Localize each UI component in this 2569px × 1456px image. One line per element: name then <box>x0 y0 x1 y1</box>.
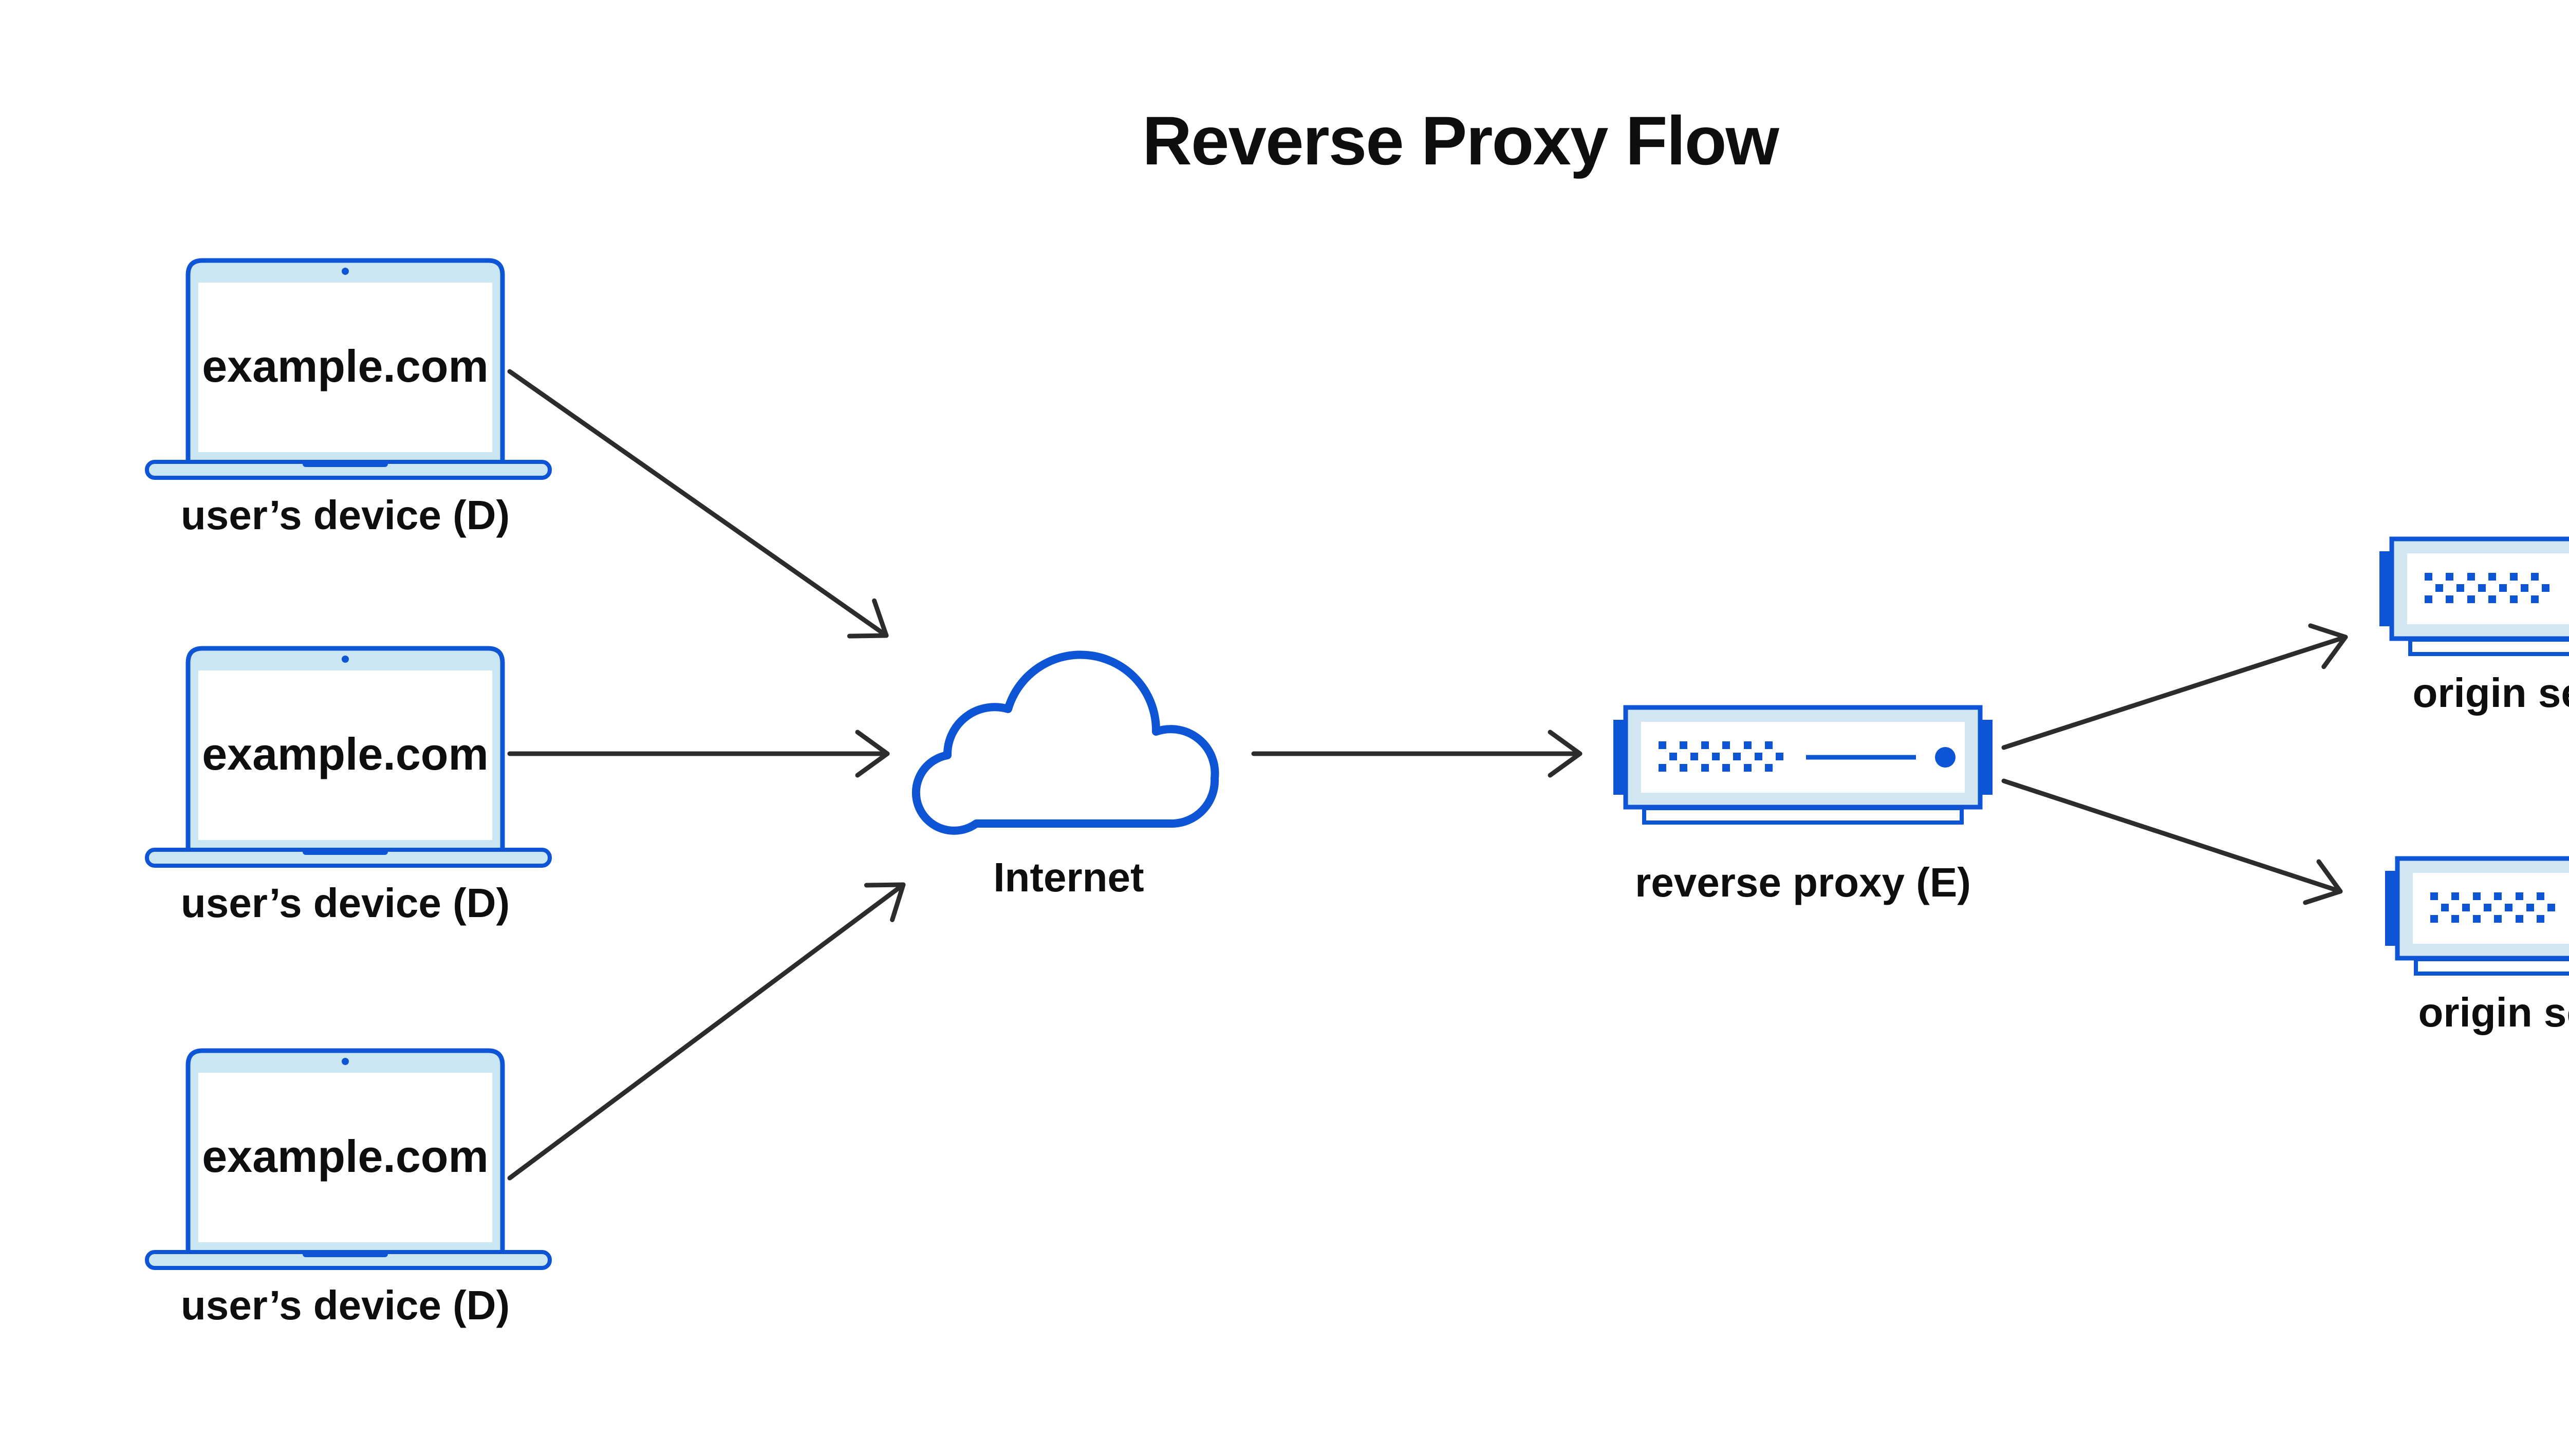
flow-arrows <box>507 369 2348 1181</box>
diagram-title: Reverse Proxy Flow <box>1142 103 1779 179</box>
internet-caption: Internet <box>993 854 1144 900</box>
reverse-proxy-caption: reverse proxy (E) <box>1635 860 1971 905</box>
device1-screen-url: example.com <box>202 341 489 391</box>
origin2-caption: origin server (F) <box>2418 990 2569 1035</box>
device3-caption: user’s device (D) <box>181 1282 510 1328</box>
device2-screen-url: example.com <box>202 729 489 779</box>
server-icon <box>2385 858 2569 974</box>
server-icon <box>1613 707 1993 823</box>
user-device-1: example.com user’s device (D) <box>147 260 550 538</box>
user-device-3: example.com user’s device (D) <box>147 1051 550 1328</box>
device1-caption: user’s device (D) <box>181 492 510 538</box>
origin-server-1: origin server (F) <box>2379 539 2569 716</box>
origin-server-2: origin server (F) <box>2385 858 2569 1035</box>
reverse-proxy-node: reverse proxy (E) <box>1613 707 1993 905</box>
device3-screen-url: example.com <box>202 1131 489 1182</box>
cloud-icon <box>911 650 1219 835</box>
user-device-2: example.com user’s device (D) <box>147 648 550 926</box>
server-icon <box>2379 539 2569 654</box>
arrow-device1-to-internet <box>507 369 889 639</box>
origin1-caption: origin server (F) <box>2412 670 2569 716</box>
arrow-proxy-to-origin1 <box>2001 623 2348 750</box>
internet-node: Internet <box>911 650 1219 900</box>
device2-caption: user’s device (D) <box>181 880 510 926</box>
arrow-proxy-to-origin2 <box>2001 778 2343 905</box>
arrow-device3-to-internet <box>507 882 906 1181</box>
